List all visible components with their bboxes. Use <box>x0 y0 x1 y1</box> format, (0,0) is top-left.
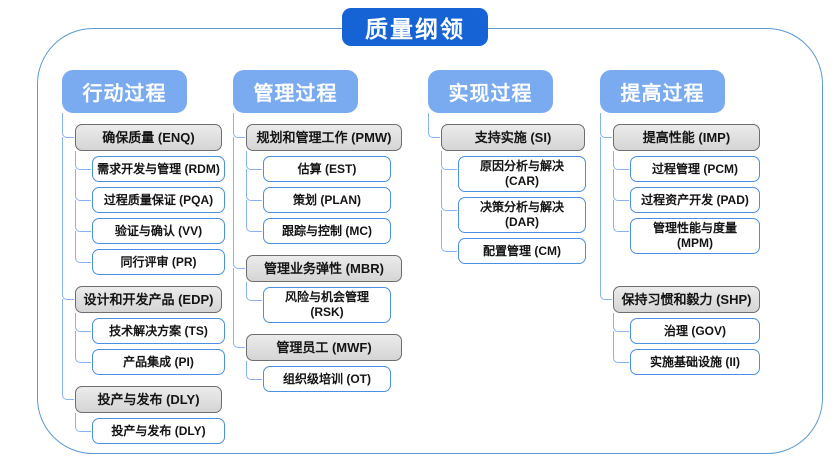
leaf-node-mpm: 管理性能与度量 (MPM) <box>630 218 760 254</box>
branch-item: 过程资产开发 (PAD) <box>613 182 760 213</box>
branch-edp-children: 技术解决方案 (TS) 产品集成 (PI) <box>75 313 225 375</box>
leaf-node-pcm: 过程管理 (PCM) <box>630 156 760 182</box>
branch-item: 确保质量 (ENQ) 需求开发与管理 (RDM) 过程质量保证 (PQA) 验证… <box>62 113 225 275</box>
branch-item: 规划和管理工作 (PMW) 估算 (EST) 策划 (PLAN) 跟踪与控制 (… <box>233 113 402 244</box>
leaf-node-dly: 投产与发布 (DLY) <box>92 418 225 444</box>
branch-pmw-children: 估算 (EST) 策划 (PLAN) 跟踪与控制 (MC) <box>246 151 402 244</box>
branch-item: 原因分析与解决 (CAR) <box>441 151 586 192</box>
leaf-node-ii: 实施基础设施 (II) <box>630 349 760 375</box>
branch-item: 管理性能与度量 (MPM) <box>613 213 760 254</box>
leaf-node-pqa: 过程质量保证 (PQA) <box>92 187 225 213</box>
leaf-node-est: 估算 (EST) <box>263 156 391 182</box>
root-node-quality-program: 质量纲领 <box>342 8 488 46</box>
branch-improvement: 提高性能 (IMP) 过程管理 (PCM) 过程资产开发 (PAD) 管理性能与… <box>600 113 760 375</box>
branch-realization: 支持实施 (SI) 原因分析与解决 (CAR) 决策分析与解决 (DAR) 配置… <box>428 113 586 264</box>
branch-item: 风险与机会管理 (RSK) <box>246 282 402 323</box>
group-node-mwf: 管理员工 (MWF) <box>246 334 402 361</box>
branch-item: 跟踪与控制 (MC) <box>246 213 402 244</box>
group-node-mbr: 管理业务弹性 (MBR) <box>246 255 402 282</box>
branch-item: 设计和开发产品 (EDP) 技术解决方案 (TS) 产品集成 (PI) <box>62 275 225 375</box>
group-node-shp: 保持习惯和毅力 (SHP) <box>613 286 760 313</box>
leaf-node-pad: 过程资产开发 (PAD) <box>630 187 760 213</box>
branch-mbr-children: 风险与机会管理 (RSK) <box>246 282 402 323</box>
group-node-imp: 提高性能 (IMP) <box>613 124 760 151</box>
branch-item: 提高性能 (IMP) 过程管理 (PCM) 过程资产开发 (PAD) 管理性能与… <box>600 113 760 254</box>
branch-item: 产品集成 (PI) <box>75 344 225 375</box>
branch-item: 估算 (EST) <box>246 151 402 182</box>
branch-item: 过程质量保证 (PQA) <box>75 182 225 213</box>
column-realization-process: 实现过程 支持实施 (SI) 原因分析与解决 (CAR) 决策分析与解决 (DA… <box>428 70 586 264</box>
group-node-si: 支持实施 (SI) <box>441 124 585 151</box>
branch-si-children: 原因分析与解决 (CAR) 决策分析与解决 (DAR) 配置管理 (CM) <box>441 151 586 264</box>
branch-enq-children: 需求开发与管理 (RDM) 过程质量保证 (PQA) 验证与确认 (VV) 同行… <box>75 151 225 275</box>
column-management-process: 管理过程 规划和管理工作 (PMW) 估算 (EST) 策划 (PLAN) 跟踪… <box>233 70 402 392</box>
root-node-label: 质量纲领 <box>365 16 465 42</box>
branch-mwf-children: 组织级培训 (OT) <box>246 361 402 392</box>
branch-item: 决策分析与解决 (DAR) <box>441 192 586 233</box>
branch-item: 配置管理 (CM) <box>441 233 586 264</box>
leaf-node-car: 原因分析与解决 (CAR) <box>458 156 586 192</box>
column-improvement-process: 提高过程 提高性能 (IMP) 过程管理 (PCM) 过程资产开发 (PAD) … <box>600 70 760 375</box>
leaf-node-plan: 策划 (PLAN) <box>263 187 391 213</box>
group-node-edp: 设计和开发产品 (EDP) <box>75 286 222 313</box>
branch-item: 过程管理 (PCM) <box>613 151 760 182</box>
branch-management: 规划和管理工作 (PMW) 估算 (EST) 策划 (PLAN) 跟踪与控制 (… <box>233 113 402 392</box>
column-header-realization: 实现过程 <box>428 70 553 113</box>
branch-item: 投产与发布 (DLY) 投产与发布 (DLY) <box>62 375 225 444</box>
leaf-node-rdm: 需求开发与管理 (RDM) <box>92 156 225 182</box>
leaf-node-vv: 验证与确认 (VV) <box>92 218 225 244</box>
branch-item: 验证与确认 (VV) <box>75 213 225 244</box>
leaf-node-pi: 产品集成 (PI) <box>92 349 225 375</box>
leaf-node-pr: 同行评审 (PR) <box>92 249 225 275</box>
branch-item: 策划 (PLAN) <box>246 182 402 213</box>
branch-item: 管理业务弹性 (MBR) 风险与机会管理 (RSK) <box>233 244 402 323</box>
branch-item: 治理 (GOV) <box>613 313 760 344</box>
column-header-management: 管理过程 <box>233 70 358 113</box>
branch-item: 同行评审 (PR) <box>75 244 225 275</box>
column-action-process: 行动过程 确保质量 (ENQ) 需求开发与管理 (RDM) 过程质量保证 (PQ… <box>62 70 225 444</box>
leaf-node-ot: 组织级培训 (OT) <box>263 366 391 392</box>
leaf-node-ts: 技术解决方案 (TS) <box>92 318 225 344</box>
column-header-improvement: 提高过程 <box>600 70 725 113</box>
branch-imp-children: 过程管理 (PCM) 过程资产开发 (PAD) 管理性能与度量 (MPM) <box>613 151 760 254</box>
group-node-enq: 确保质量 (ENQ) <box>75 124 222 151</box>
branch-dly-children: 投产与发布 (DLY) <box>75 413 225 444</box>
group-node-pmw: 规划和管理工作 (PMW) <box>246 124 402 151</box>
leaf-node-rsk: 风险与机会管理 (RSK) <box>263 287 391 323</box>
branch-item: 组织级培训 (OT) <box>246 361 402 392</box>
leaf-node-mc: 跟踪与控制 (MC) <box>263 218 391 244</box>
branch-item: 保持习惯和毅力 (SHP) 治理 (GOV) 实施基础设施 (II) <box>600 254 760 375</box>
leaf-node-cm: 配置管理 (CM) <box>458 238 586 264</box>
branch-action: 确保质量 (ENQ) 需求开发与管理 (RDM) 过程质量保证 (PQA) 验证… <box>62 113 225 444</box>
branch-item: 技术解决方案 (TS) <box>75 313 225 344</box>
leaf-node-dar: 决策分析与解决 (DAR) <box>458 197 586 233</box>
branch-shp-children: 治理 (GOV) 实施基础设施 (II) <box>613 313 760 375</box>
branch-item: 需求开发与管理 (RDM) <box>75 151 225 182</box>
branch-item: 投产与发布 (DLY) <box>75 413 225 444</box>
group-node-dly: 投产与发布 (DLY) <box>75 386 222 413</box>
branch-item: 实施基础设施 (II) <box>613 344 760 375</box>
branch-item: 管理员工 (MWF) 组织级培训 (OT) <box>233 323 402 392</box>
branch-item: 支持实施 (SI) 原因分析与解决 (CAR) 决策分析与解决 (DAR) 配置… <box>428 113 586 264</box>
column-header-action: 行动过程 <box>62 70 187 113</box>
leaf-node-gov: 治理 (GOV) <box>630 318 760 344</box>
